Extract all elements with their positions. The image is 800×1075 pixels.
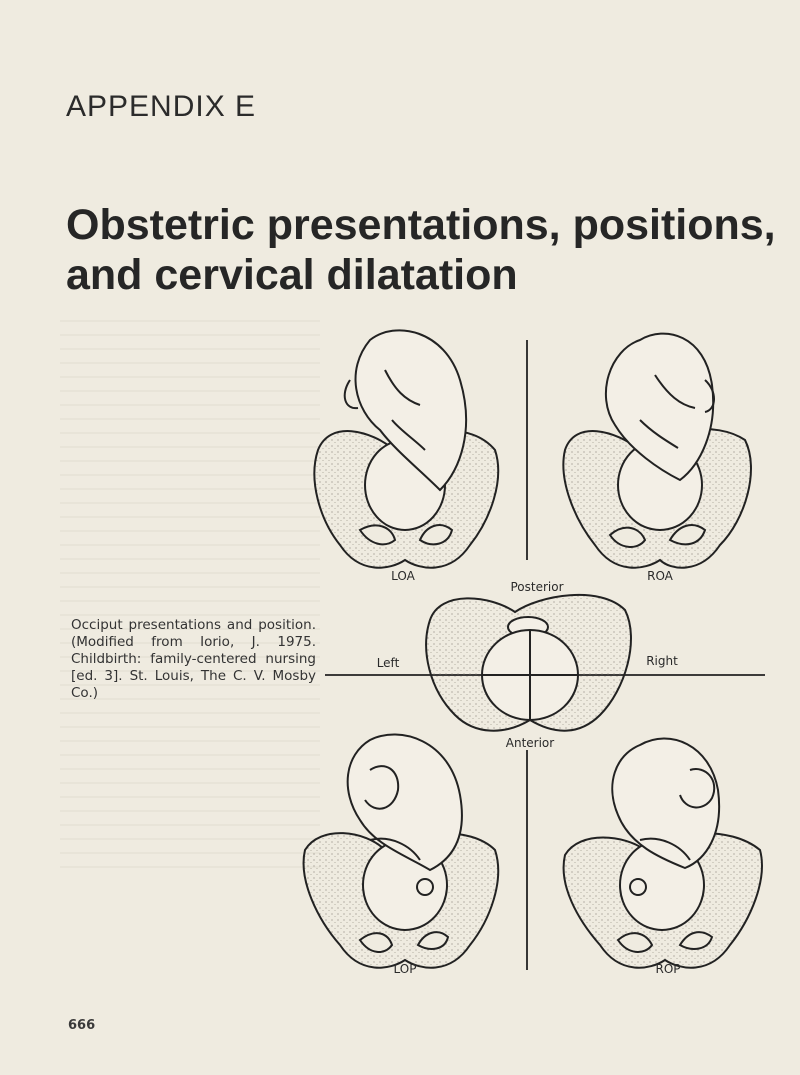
label-posterior: Posterior (510, 580, 563, 594)
figure-caption: Occiput presentations and position. (Mod… (71, 617, 316, 701)
label-anterior: Anterior (506, 736, 555, 750)
title-line-1: Obstetric presentations, positions, (66, 201, 776, 249)
label-roa: ROA (647, 569, 674, 583)
label-loa: LOA (391, 569, 415, 583)
appendix-heading: APPENDIX E (66, 90, 257, 123)
label-left: Left (377, 656, 400, 670)
center-pelvis-illustration (425, 593, 632, 732)
label-right: Right (646, 654, 678, 668)
page-title: Obstetric presentations, positions, and … (66, 200, 776, 300)
page-number: 666 (68, 1018, 96, 1033)
roa-illustration (562, 332, 752, 569)
loa-illustration (313, 329, 500, 569)
lop-illustration (302, 733, 500, 969)
rop-illustration (562, 737, 763, 969)
bleed-through-text (60, 320, 320, 880)
label-lop: LOP (394, 962, 417, 976)
label-rop: ROP (655, 962, 680, 976)
title-line-2: and cervical dilatation (66, 251, 518, 299)
